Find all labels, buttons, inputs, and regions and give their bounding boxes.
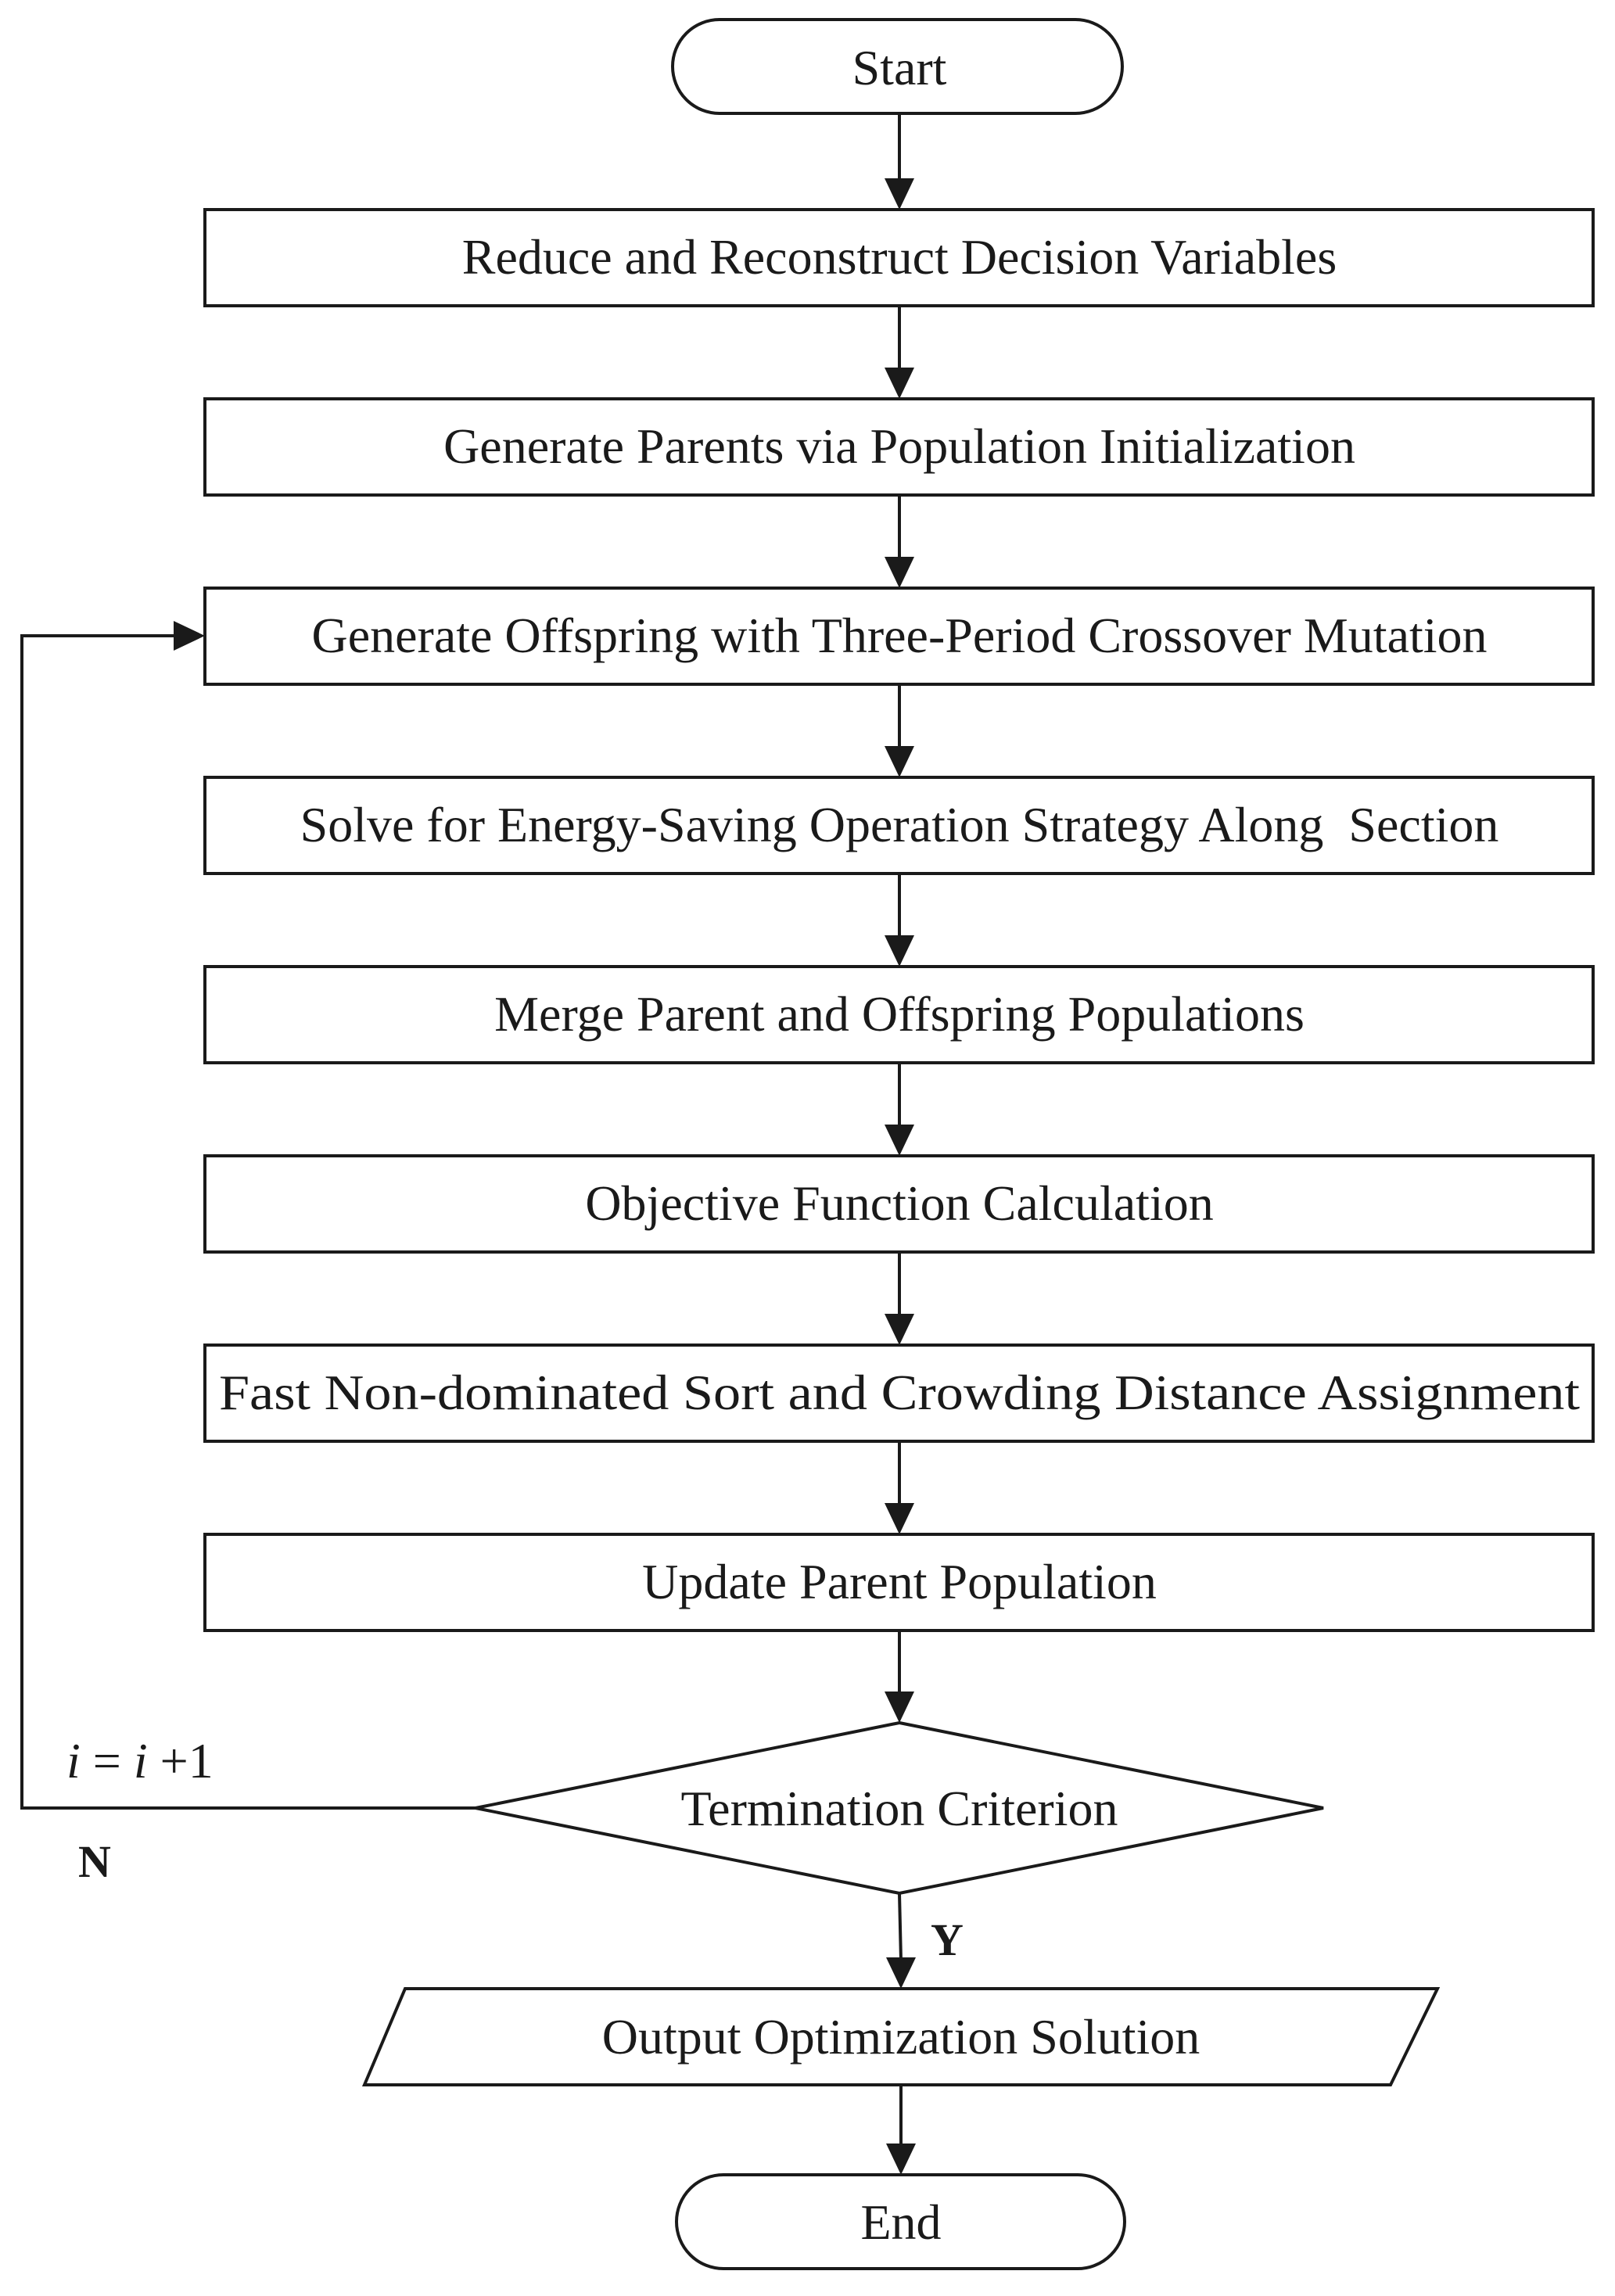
step-label: Fast Non-dominated Sort and Crowding Dis… (219, 1365, 1580, 1420)
start-terminator: Start (671, 18, 1124, 115)
step-label: Reduce and Reconstruct Decision Variable… (462, 229, 1337, 285)
arrow-start-to-step1 (885, 113, 914, 210)
arrow-decision-to-output (886, 1892, 916, 1989)
end-label: End (860, 2194, 941, 2250)
arrow-output-to-end (886, 2085, 916, 2175)
step-fast-nondominated-sort: Fast Non-dominated Sort and Crowding Dis… (203, 1344, 1595, 1443)
output-solution: Output Optimization Solution (361, 1987, 1441, 2086)
arrow-step2-to-step3 (885, 495, 914, 588)
loop-counter-label: i = i +1 (66, 1733, 214, 1788)
arrow-step1-to-step2 (885, 306, 914, 399)
arrow-step8-to-decision (885, 1631, 914, 1723)
termination-decision: Termination Criterion (475, 1720, 1324, 1896)
arrow-step4-to-step5 (885, 874, 914, 967)
step-label: Generate Offspring with Three-Period Cro… (311, 608, 1487, 663)
step-generate-parents: Generate Parents via Population Initiali… (203, 397, 1595, 497)
step-label: Solve for Energy-Saving Operation Strate… (300, 797, 1499, 852)
arrow-step6-to-step7 (885, 1252, 914, 1345)
loop-plus-one: +1 (148, 1733, 214, 1788)
arrow-step5-to-step6 (885, 1063, 914, 1156)
step-label: Generate Parents via Population Initiali… (443, 418, 1355, 474)
step-generate-offspring: Generate Offspring with Three-Period Cro… (203, 587, 1595, 686)
loop-var-i2: i (134, 1733, 148, 1788)
step-label: Merge Parent and Offspring Populations (494, 986, 1305, 1042)
loop-back-connector (20, 621, 476, 1810)
no-branch-label: N (78, 1836, 111, 1887)
step-label: Objective Function Calculation (585, 1175, 1213, 1231)
end-terminator: End (675, 2173, 1126, 2270)
yes-branch-label: Y (931, 1914, 964, 1965)
step-objective-function: Objective Function Calculation (203, 1154, 1595, 1254)
decision-label: Termination Criterion (681, 1781, 1118, 1836)
loop-equals: = (81, 1733, 134, 1788)
loop-var-i: i (66, 1733, 81, 1788)
step-reduce-reconstruct: Reduce and Reconstruct Decision Variable… (203, 208, 1595, 307)
start-label: Start (852, 40, 947, 95)
step-label: Update Parent Population (642, 1554, 1157, 1609)
step-update-parent: Update Parent Population (203, 1533, 1595, 1632)
arrow-step7-to-step8 (885, 1441, 914, 1534)
step-merge-populations: Merge Parent and Offspring Populations (203, 965, 1595, 1064)
step-solve-energy-saving: Solve for Energy-Saving Operation Strate… (203, 776, 1595, 875)
arrow-step3-to-step4 (885, 684, 914, 777)
output-label: Output Optimization Solution (602, 2009, 1200, 2065)
connector-arrows (885, 113, 916, 2175)
